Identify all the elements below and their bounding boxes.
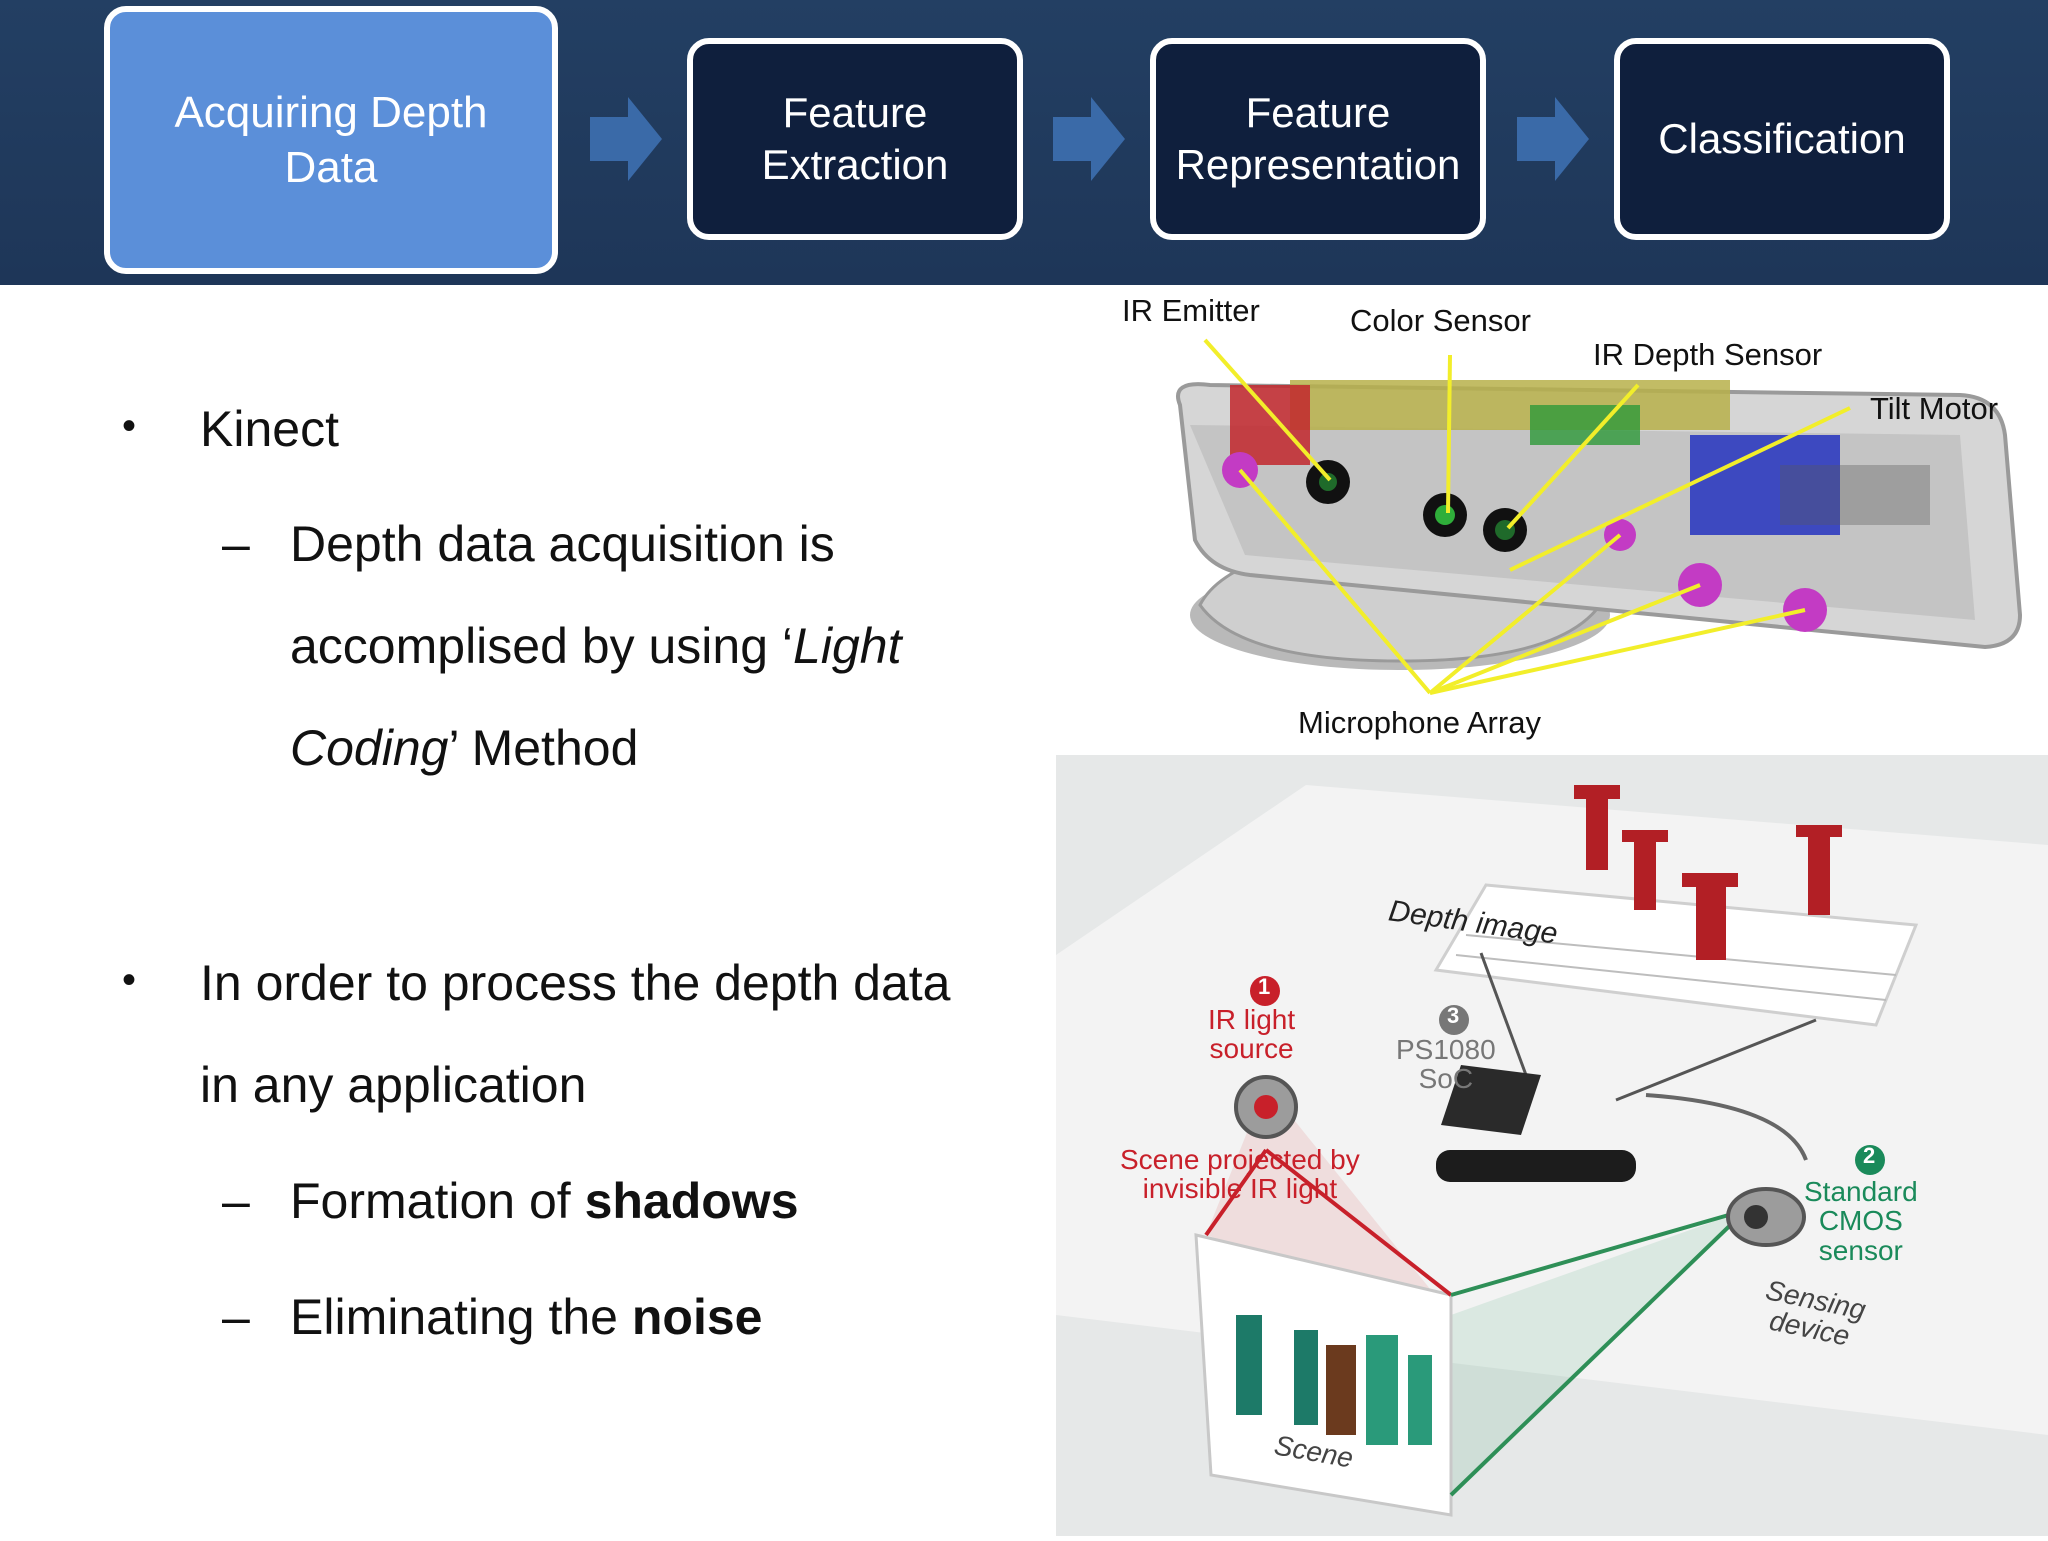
arrow-right-icon <box>1053 97 1125 181</box>
bullet-dot: • <box>122 958 137 1002</box>
kinect-sub-line1: Depth data acquisition is <box>290 516 835 572</box>
step2-number: 2 <box>1863 1143 1876 1168</box>
kinect-sub-line3: Coding’ Method <box>290 720 639 776</box>
bullet-kinect: Kinect <box>200 401 339 457</box>
step-acquiring-depth-data: Acquiring Depth Data <box>104 6 558 274</box>
bullet-process-line2: in any application <box>200 1057 587 1113</box>
step1-number: 1 <box>1258 974 1271 999</box>
step3-number: 3 <box>1447 1003 1460 1028</box>
label-scene-projected: Scene projected by invisible IR light <box>1120 1144 1360 1205</box>
light-coding-diagram: 1 3 2 Depth image IR light source PS1080… <box>1056 755 2048 1536</box>
sub-bullet-noise: Eliminating the noise <box>290 1289 763 1345</box>
label-ir-light-source: IR light source <box>1208 1004 1296 1065</box>
label-ir-emitter: IR Emitter <box>1122 293 1260 328</box>
step-feature-representation: Feature Representation <box>1150 38 1486 240</box>
bullet-dot: • <box>122 404 137 448</box>
arrow-right-icon <box>590 97 662 181</box>
sub-bullet-shadows: Formation of shadows <box>290 1173 799 1229</box>
label-cmos-sensor: Standard CMOS sensor <box>1804 1176 1918 1266</box>
kinect-sub-line2: accomplised by using ‘Light <box>290 618 902 674</box>
label-color-sensor: Color Sensor <box>1350 303 1531 338</box>
label-tilt-motor: Tilt Motor <box>1870 391 1999 426</box>
label-ir-depth-sensor: IR Depth Sensor <box>1593 337 1823 372</box>
light-coding-illustration <box>1056 785 2048 1517</box>
kinect-device-image <box>1176 338 2023 695</box>
kinect-sensor-diagram: IR Emitter Color Sensor IR Depth Sensor … <box>1060 285 2048 755</box>
label-microphone-array: Microphone Array <box>1298 705 1541 740</box>
arrow-right-icon <box>1517 97 1589 181</box>
sub-bullet-dash: – <box>222 1173 250 1229</box>
sub-bullet-dash: – <box>222 1289 250 1345</box>
pipeline-header: Acquiring Depth Data Feature Extraction … <box>0 0 2048 285</box>
bullet-process-line1: In order to process the depth data <box>200 955 951 1011</box>
step-classification: Classification <box>1614 38 1950 240</box>
sub-bullet-dash: – <box>222 516 250 572</box>
step-feature-extraction: Feature Extraction <box>687 38 1023 240</box>
label-ps1080-soc: PS1080 SoC <box>1396 1034 1496 1095</box>
